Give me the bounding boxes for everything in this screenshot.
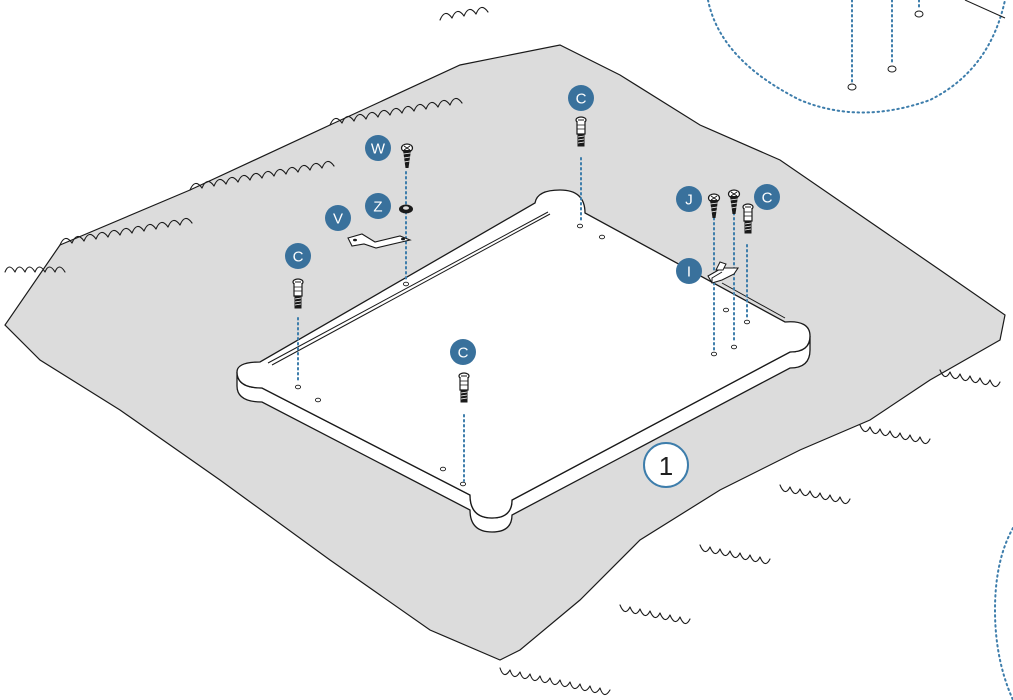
callout-screw-w: W	[365, 135, 391, 161]
callout-label: C	[293, 249, 304, 266]
detail-view-top	[708, 0, 1005, 113]
step-number: 1	[659, 451, 673, 481]
callout-label: V	[333, 211, 343, 228]
callout-label: I	[687, 264, 691, 281]
callout-label: C	[762, 190, 773, 207]
callout-bracket-v: V	[325, 205, 351, 231]
callout-label: J	[685, 192, 693, 209]
cam-bolt-icon	[576, 117, 586, 146]
callout-washer-z: Z	[365, 193, 391, 219]
washer-icon	[399, 205, 413, 214]
callout-label: Z	[373, 199, 382, 216]
cam-bolt-icon	[459, 373, 469, 402]
callout-label: W	[371, 141, 386, 158]
callout-label: C	[458, 345, 469, 362]
step-number-badge: 1	[644, 443, 688, 487]
callout-cam-bolt-left: C	[285, 243, 311, 269]
callout-cam-bolt-center: C	[450, 339, 476, 365]
cam-bolt-icon	[293, 279, 303, 308]
callout-screw-j: J	[676, 186, 702, 212]
callout-cam-bolt-right: C	[754, 184, 780, 210]
callout-label: C	[576, 91, 587, 108]
callout-clip-i: I	[676, 258, 702, 284]
callout-cam-bolt-top: C	[568, 85, 594, 111]
detail-view-bottom	[995, 528, 1013, 700]
cam-bolt-icon	[743, 204, 753, 233]
